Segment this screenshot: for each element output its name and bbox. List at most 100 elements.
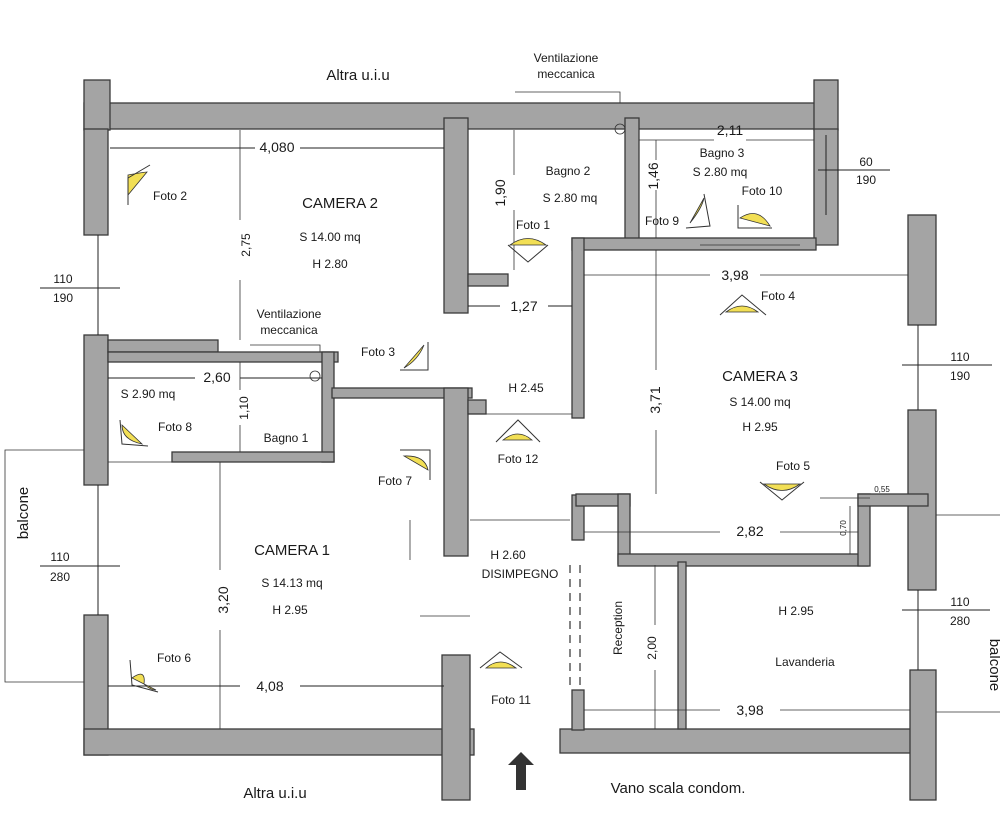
wall-cam1-top bbox=[331, 387, 473, 399]
dim-bagno1-w: 2,60 bbox=[203, 369, 230, 385]
wall-bagno2-bagno3 bbox=[624, 117, 640, 241]
window-right-mid-h: 190 bbox=[950, 369, 970, 383]
wall-bottom-left bbox=[83, 728, 475, 756]
foto3-label: Foto 3 bbox=[361, 345, 395, 359]
wall-bottom-right-pillar bbox=[909, 669, 937, 801]
corridor-height: H 2.45 bbox=[508, 381, 544, 395]
wall-cam3-notch-top bbox=[857, 493, 929, 507]
dim-cam3-w: 3,98 bbox=[721, 267, 748, 283]
room-camera2: CAMERA 2 S 14.00 mq H 2.80 bbox=[299, 195, 378, 271]
dim-cam2-h: 2,75 bbox=[239, 233, 253, 257]
wall-bottom-right bbox=[559, 728, 936, 754]
wall-bottom-left-pillar bbox=[441, 654, 471, 801]
dim-lav-w: 3,98 bbox=[736, 702, 763, 718]
window-right-top: 60 190 bbox=[818, 155, 890, 187]
lavanderia-name: Lavanderia bbox=[775, 655, 835, 669]
wall-cam1-right bbox=[443, 387, 469, 557]
foto1-label: Foto 1 bbox=[516, 218, 550, 232]
foto12-label: Foto 12 bbox=[498, 452, 539, 466]
wall-top-left-pillar bbox=[83, 79, 111, 131]
wall-reception-left bbox=[571, 689, 585, 731]
dim-bagno3-h: 1,46 bbox=[645, 162, 661, 189]
bagno1-area: S 2.90 mq bbox=[121, 387, 176, 401]
bagno2-area: S 2.80 mq bbox=[543, 191, 598, 205]
room-disimpegno: H 2.60 DISIMPEGNO bbox=[482, 548, 559, 581]
bagno2-name: Bagno 2 bbox=[546, 164, 591, 178]
dim-bagno3-w: 2,11 bbox=[717, 122, 743, 138]
room-bagno3: Bagno 3 S 2.80 mq bbox=[693, 146, 748, 179]
window-left-bottom-h: 280 bbox=[50, 570, 70, 584]
balcone-left-label: balcone bbox=[15, 487, 32, 540]
foto7-label: Foto 7 bbox=[378, 474, 412, 488]
wall-bagno1-bottom bbox=[171, 451, 335, 463]
wall-bagno2-bottom bbox=[467, 273, 509, 287]
foto5-label: Foto 5 bbox=[776, 459, 810, 473]
entrance-arrow-icon bbox=[508, 752, 534, 790]
window-left-top-h: 190 bbox=[53, 291, 73, 305]
camera-icon-foto5 bbox=[759, 481, 805, 501]
window-right-bottom-w: 110 bbox=[950, 595, 969, 609]
room-camera3: CAMERA 3 S 14.00 mq H 2.95 bbox=[722, 368, 798, 434]
lavanderia-height: H 2.95 bbox=[778, 604, 814, 618]
wall-top-right-pillar bbox=[813, 79, 839, 131]
reception-name: Reception bbox=[611, 601, 625, 655]
meccanica-top-label: meccanica bbox=[537, 67, 595, 81]
foto8-label: Foto 8 bbox=[158, 420, 192, 434]
camera-icon-foto2 bbox=[127, 164, 151, 205]
camera2-name: CAMERA 2 bbox=[302, 195, 378, 212]
foto6-label: Foto 6 bbox=[157, 651, 191, 665]
disimpegno-height: H 2.60 bbox=[490, 548, 526, 562]
camera-icon-foto12 bbox=[495, 419, 541, 443]
wall-bagno1-right bbox=[321, 351, 335, 463]
window-right-bottom-h: 280 bbox=[950, 614, 970, 628]
wall-cam3-bottom-c bbox=[617, 553, 869, 567]
camera3-height: H 2.95 bbox=[742, 420, 778, 434]
dim-bagno2-h: 1,90 bbox=[492, 179, 508, 206]
wall-cam2-bottom bbox=[107, 339, 219, 353]
dim-bagno1-h: 1,10 bbox=[237, 396, 251, 420]
window-right-mid-w: 110 bbox=[950, 350, 969, 364]
foto2-label: Foto 2 bbox=[153, 189, 187, 203]
bagno1-name: Bagno 1 bbox=[264, 431, 309, 445]
camera-icon-foto6 bbox=[129, 659, 159, 693]
camera2-area: S 14.00 mq bbox=[299, 230, 360, 244]
room-lavanderia: H 2.95 Lavanderia bbox=[775, 604, 835, 669]
camera-icon-foto7 bbox=[400, 449, 431, 480]
ventilazione-top-label: Ventilazione bbox=[534, 51, 599, 65]
room-camera1: CAMERA 1 S 14.13 mq H 2.95 bbox=[254, 542, 330, 617]
balcone-right-label: balcone bbox=[986, 639, 1000, 692]
ventilazione-mid-label: Ventilazione bbox=[257, 307, 322, 321]
wall-corr-stub bbox=[467, 399, 487, 415]
dim-reception-h: 2,00 bbox=[645, 636, 659, 660]
dim-cam1-h: 3,20 bbox=[215, 586, 231, 613]
camera2-height: H 2.80 bbox=[312, 257, 348, 271]
wall-cam3-left bbox=[571, 237, 585, 419]
wall-bagno1-top bbox=[107, 351, 339, 363]
dim-notch-w: 0,55 bbox=[874, 485, 890, 494]
camera-icon-foto1 bbox=[507, 238, 549, 263]
camera3-name: CAMERA 3 bbox=[722, 368, 798, 385]
wall-lav-left bbox=[677, 561, 687, 730]
wall-left-upper bbox=[83, 128, 109, 236]
dim-notch-h: 0,70 bbox=[839, 520, 848, 536]
camera-icon-foto11 bbox=[479, 651, 523, 669]
camera3-area: S 14.00 mq bbox=[729, 395, 790, 409]
camera1-name: CAMERA 1 bbox=[254, 542, 330, 559]
window-right-top-w: 60 bbox=[859, 155, 873, 169]
walls bbox=[83, 79, 937, 801]
bagno3-area: S 2.80 mq bbox=[693, 165, 748, 179]
camera-icon-foto3 bbox=[400, 342, 429, 371]
wall-cam2-right bbox=[443, 117, 469, 314]
window-left-top: 110 190 bbox=[40, 272, 120, 305]
dimension-labels: 4,080 2,75 1,90 2,11 1,46 1,27 3,98 3,71… bbox=[203, 122, 890, 718]
meccanica-mid-label: meccanica bbox=[260, 323, 318, 337]
wall-bagno3-bottom bbox=[571, 237, 817, 251]
camera1-height: H 2.95 bbox=[272, 603, 308, 617]
dim-cam2-w: 4,080 bbox=[259, 139, 294, 155]
altra-uiu-top: Altra u.i.u bbox=[326, 67, 389, 84]
camera-icon-foto8 bbox=[119, 419, 149, 447]
foto4-label: Foto 4 bbox=[761, 289, 795, 303]
foto10-label: Foto 10 bbox=[742, 184, 783, 198]
foto9-label: Foto 9 bbox=[645, 214, 679, 228]
camera-icon-foto4 bbox=[719, 294, 767, 316]
